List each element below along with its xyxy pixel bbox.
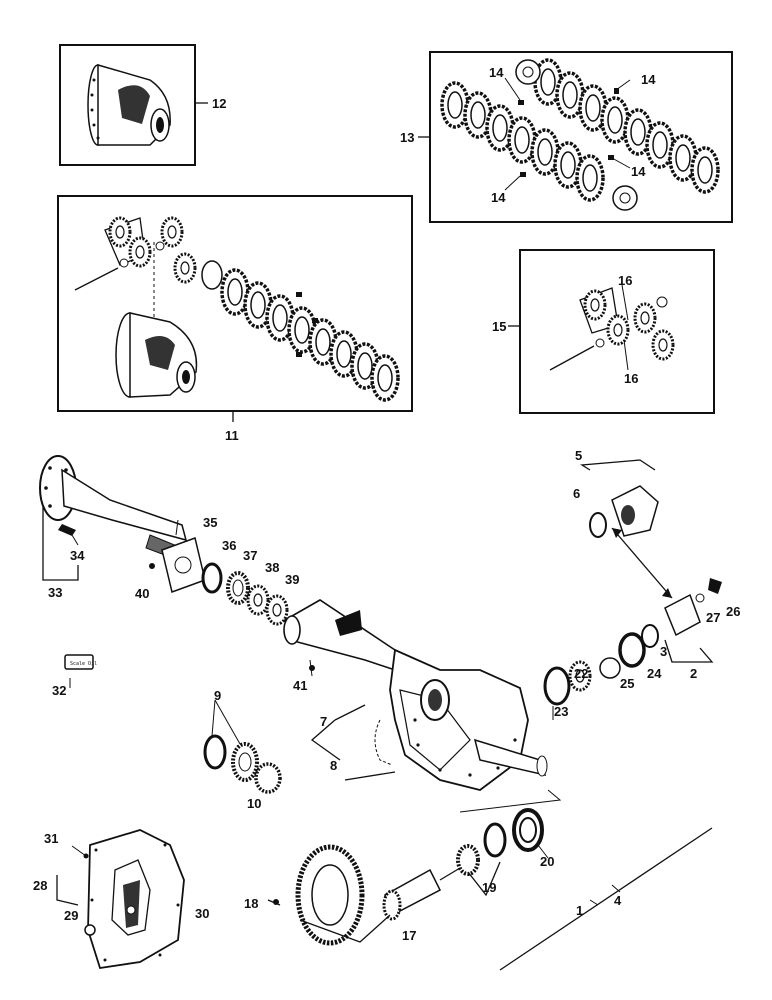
- callout-25: 25: [620, 676, 634, 691]
- carrier-bearing-9-10: [203, 699, 282, 794]
- box-12-frame: [59, 44, 196, 166]
- pinion-flange-parts: [543, 459, 722, 720]
- callout-13: 13: [400, 130, 414, 145]
- callout-36: 36: [222, 538, 236, 553]
- box-11-differential-assembly: [57, 195, 413, 422]
- callout-20: 20: [540, 854, 554, 869]
- callout-32: 32: [52, 683, 66, 698]
- callout-26: 26: [726, 604, 740, 619]
- box-13-clutch-pack: [418, 51, 733, 223]
- callout-27: 27: [706, 610, 720, 625]
- callout-8: 8: [330, 758, 337, 773]
- callout-31: 31: [44, 831, 58, 846]
- callout-24: 24: [647, 666, 662, 681]
- box-15-frame: [519, 249, 715, 414]
- side-gear-set-11: [74, 216, 197, 320]
- box-15-differential-gears: [508, 249, 715, 414]
- callout-22: 22: [574, 666, 588, 681]
- bearing-37: [226, 571, 250, 605]
- reference-line-1-4: [499, 827, 713, 971]
- callout-11: 11: [225, 428, 239, 443]
- callout-29: 29: [64, 908, 78, 923]
- clutch-plates-13: [440, 58, 720, 211]
- callout-39: 39: [285, 572, 299, 587]
- callout-2: 2: [690, 666, 697, 681]
- callout-6: 6: [573, 486, 580, 501]
- id-tag-32: Scale Oil: [64, 654, 97, 688]
- callout-14: 14: [489, 65, 504, 80]
- axle-shaft-assembly: [39, 455, 188, 581]
- callout-1: 1: [576, 903, 583, 918]
- bearing-cup-36: [201, 562, 223, 594]
- bearing-retainer-parts: [149, 537, 289, 626]
- callout-numbers: 1 2 3 4 5 6 7 8 9 10 11 12 13 14 14 14 1…: [33, 65, 740, 943]
- callout-19: 19: [482, 880, 496, 895]
- callout-5: 5: [575, 448, 582, 463]
- tag-text: Scale Oil: [70, 661, 97, 667]
- ring-pinion-gears: [267, 808, 549, 946]
- callout-10: 10: [247, 796, 261, 811]
- box-12-differential-case: [59, 44, 208, 166]
- callout-12: 12: [212, 96, 226, 111]
- callout-18: 18: [244, 896, 258, 911]
- diff-case-drawing-12: [87, 64, 171, 146]
- callout-16b: 16: [624, 371, 638, 386]
- callout-16: 16: [618, 273, 632, 288]
- callout-14c: 14: [631, 164, 646, 179]
- callout-30: 30: [195, 906, 209, 921]
- callout-35: 35: [203, 515, 217, 530]
- callout-38: 38: [265, 560, 279, 575]
- callout-14b: 14: [641, 72, 656, 87]
- callout-34: 34: [70, 548, 85, 563]
- callout-41: 41: [293, 678, 307, 693]
- callout-14d: 14: [491, 190, 506, 205]
- callout-4: 4: [614, 893, 622, 908]
- callout-9: 9: [214, 688, 221, 703]
- callout-17: 17: [402, 928, 416, 943]
- callout-28: 28: [33, 878, 47, 893]
- callout-3: 3: [660, 644, 667, 659]
- diff-case-drawing-11: [115, 312, 198, 398]
- diff-gear-set-15: [549, 284, 675, 371]
- callout-37: 37: [243, 548, 257, 563]
- callout-33: 33: [48, 585, 62, 600]
- callout-7: 7: [320, 714, 327, 729]
- axle-housing: [283, 599, 562, 813]
- callout-23: 23: [554, 704, 568, 719]
- box-11-frame: [57, 195, 413, 412]
- diff-cover-28-31: [56, 829, 185, 970]
- callout-15: 15: [492, 319, 506, 334]
- callout-40: 40: [135, 586, 149, 601]
- clutch-plates-11: [201, 260, 400, 402]
